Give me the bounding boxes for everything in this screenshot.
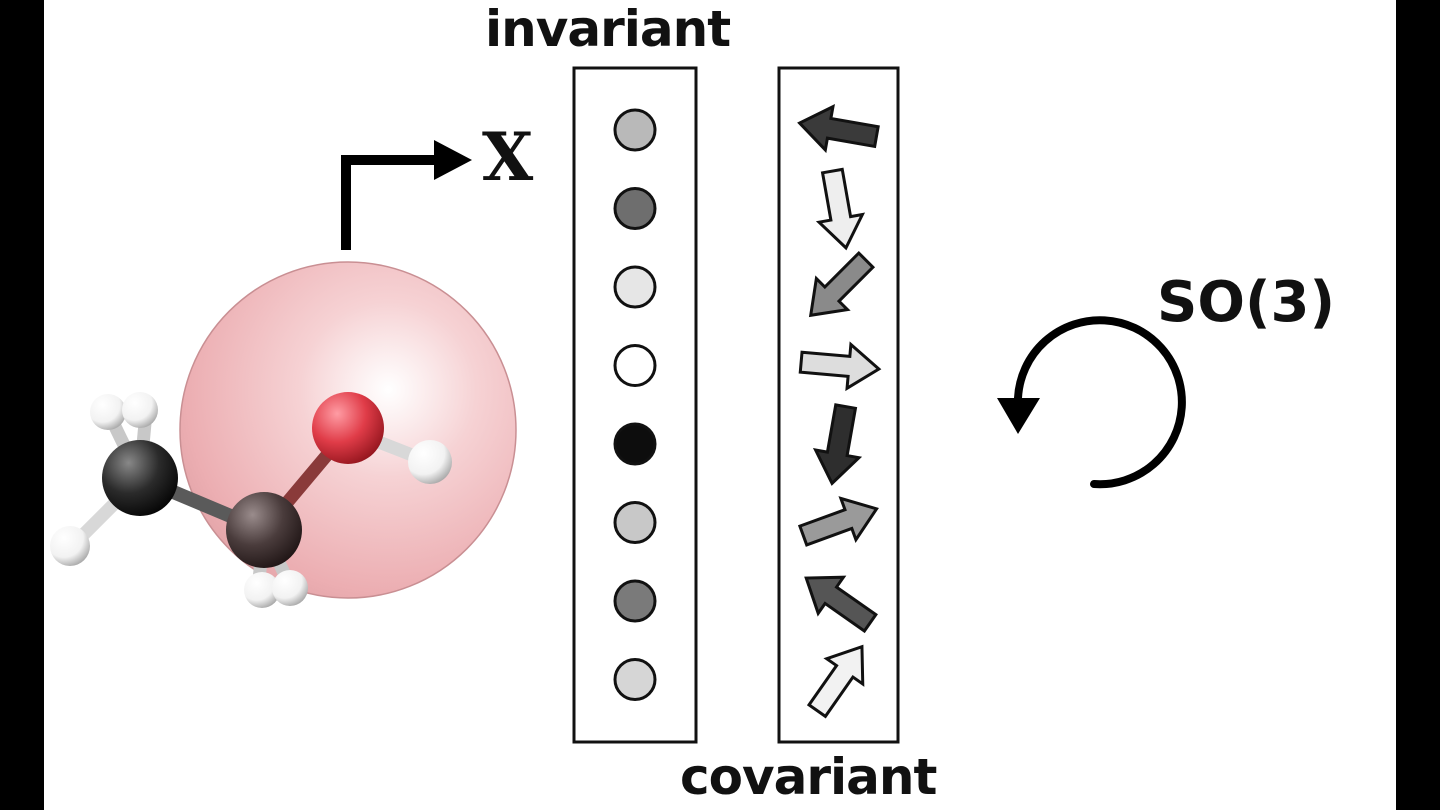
- so3-label: SO(3): [1157, 270, 1336, 335]
- invariant-feature-dot: [613, 422, 657, 466]
- carbon-atom: [226, 492, 302, 568]
- covariant-feature-arrow: [798, 341, 882, 392]
- covariant-label: covariant: [680, 748, 937, 806]
- molecule: [50, 261, 517, 608]
- feature-x-label: X: [482, 118, 534, 196]
- covariant-feature-arrow: [815, 167, 866, 251]
- hydrogen-atom: [408, 440, 452, 484]
- carbon-atom: [102, 440, 178, 516]
- invariant-feature-dot: [613, 187, 657, 230]
- feature-mapping-arrow: [341, 140, 472, 250]
- rotation-arrow: [997, 316, 1186, 489]
- covariant-feature-arrow: [797, 496, 879, 547]
- invariant-feature-dot: [613, 658, 657, 701]
- invariant-feature-dot: [613, 501, 657, 544]
- diagram-canvas: invariant X SO(3) covariant: [44, 0, 1396, 810]
- covariant-feature-arrow: [812, 403, 863, 486]
- invariant-feature-dot: [613, 265, 657, 309]
- diagram-graphics: [50, 66, 1186, 744]
- hydrogen-atom: [50, 526, 90, 566]
- invariant-feature-dot: [613, 108, 657, 152]
- hydrogen-atom: [272, 570, 308, 606]
- invariant-column: [572, 66, 698, 744]
- covariant-feature-arrow: [797, 103, 880, 154]
- covariant-features: [797, 103, 882, 719]
- covariant-feature-arrow: [806, 644, 865, 719]
- hydrogen-atom: [90, 394, 126, 430]
- oxygen-atom: [312, 392, 384, 464]
- invariant-feature-dot: [613, 579, 657, 623]
- hydrogen-atom: [244, 572, 280, 608]
- invariant-features: [613, 108, 657, 701]
- covariant-feature-arrow: [808, 250, 876, 318]
- invariant-label: invariant: [485, 0, 731, 58]
- covariant-feature-arrow: [804, 575, 878, 634]
- invariant-feature-dot: [613, 344, 657, 387]
- hydrogen-atom: [122, 392, 158, 428]
